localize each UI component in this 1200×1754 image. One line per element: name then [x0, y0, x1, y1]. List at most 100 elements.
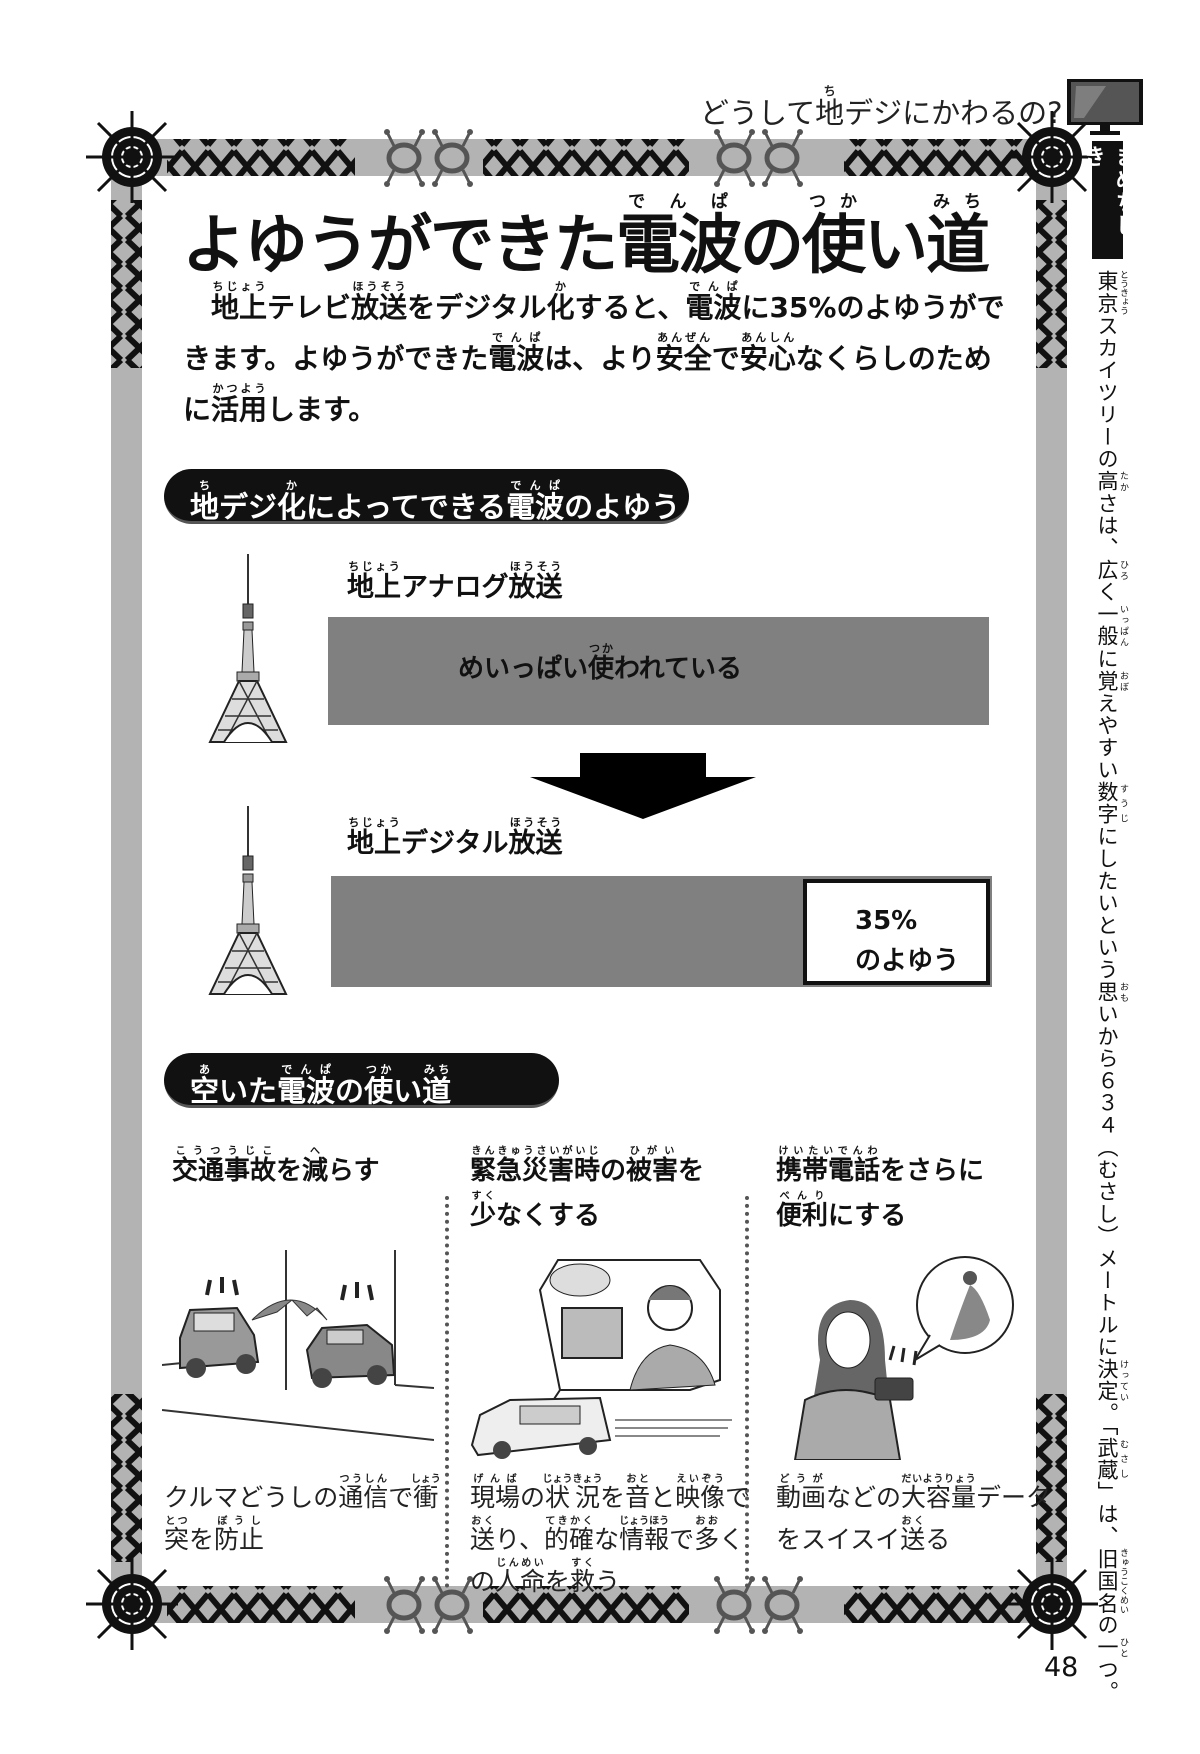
digital-broadcast-label: 地上ちじょうデジタル放送ほうそう — [347, 816, 562, 860]
ruby-word: 広ひろ — [1095, 559, 1128, 582]
text-line: の人命じんめいを救すくう — [470, 1558, 750, 1600]
text-run: テレビ — [267, 291, 352, 324]
text-run: り、 — [495, 1525, 545, 1554]
text-run: どうして — [700, 96, 816, 130]
text-line: 少すくなくする — [470, 1191, 704, 1236]
text-run: などの — [826, 1483, 902, 1512]
text-run: に — [1095, 647, 1119, 671]
furigana: でんぱ — [506, 479, 565, 492]
text-run: を — [600, 1483, 626, 1512]
text-run: の — [520, 1483, 546, 1512]
ruby-word: 衝しょう — [410, 1474, 441, 1512]
furigana: おお — [694, 1516, 720, 1527]
ruby-word: 化か — [546, 280, 575, 324]
text-run: と — [650, 1483, 676, 1512]
ruby-word: 使つか — [588, 642, 615, 684]
trivia-label: まめちしき — [1080, 141, 1137, 259]
ruby-word: 覚おぼ — [1095, 670, 1128, 693]
text-run: をデジタル — [407, 291, 547, 324]
ruby-word: 地上ちじょう — [347, 816, 401, 859]
use-caption-mobile: 動画どうがなどの大容量だいようりょうデータをスイスイ送おくる — [776, 1474, 1051, 1558]
furigana: ぼうし — [214, 1516, 265, 1527]
ruby-word: 大容量だいようりょう — [901, 1474, 977, 1512]
ruby-word: 電波でんぱ — [488, 331, 545, 375]
text-line: 交通事故こうつうじこを減へらす — [172, 1146, 380, 1191]
ruby-word: 使つか — [364, 1063, 394, 1108]
ruby-word: 放送ほうそう — [508, 816, 563, 859]
text-run: る — [925, 1525, 951, 1554]
furigana: でんぱ — [685, 280, 742, 293]
furigana: きゅうこくめい — [1118, 1547, 1128, 1615]
text-run: いから６３４（むさし）メートルに — [1095, 1003, 1119, 1359]
text-line: 地上ちじょうアナログ放送ほうそう — [347, 560, 562, 604]
ruby-word: 送おく — [470, 1516, 496, 1554]
tv-monitor-icon — [1067, 79, 1143, 135]
ruby-word: 武蔵むさし — [1095, 1436, 1128, 1482]
furigana: つか — [364, 1063, 394, 1076]
use-caption-traffic: クルマどうしの通信つうしんで衝しょう突とつを防止ぼうし — [164, 1474, 441, 1558]
text-line: に活用かつようします。 — [183, 382, 1004, 433]
text-line: 携帯電話けいたいでんわをさらに — [776, 1146, 984, 1191]
furigana: あんしん — [739, 331, 796, 344]
ruby-word: 現場げんば — [470, 1474, 521, 1512]
furigana: つうしん — [338, 1474, 389, 1485]
furigana: おく — [900, 1516, 926, 1527]
text-run: デジにかわるの? — [844, 96, 1063, 130]
furigana: でんぱ — [277, 1063, 336, 1076]
ruby-word: 一般いっぱん — [1095, 603, 1128, 648]
text-run: によってできる — [306, 490, 507, 524]
text-line: 送おくり、的確てきかくな情報じょうほうで多おおく — [470, 1516, 750, 1558]
text-run: なくらしのため — [795, 342, 992, 375]
text-run: クルマどうしの — [164, 1483, 339, 1512]
section-heading-spare-spectrum: 地ちデジ化かによってできる電波でんぱのよゆう — [164, 469, 689, 524]
text-run: の — [740, 209, 804, 283]
text-line: きます。よゆうができた電波でんぱは、より安全あんぜんで安心あんしんなくらしのため — [183, 331, 1004, 382]
running-title: どうして地ちデジにかわるの? — [700, 84, 1063, 132]
ruby-word: 電波でんぱ — [277, 1063, 336, 1108]
ruby-word: 決定けってい — [1095, 1358, 1128, 1403]
text-run: で — [711, 342, 740, 375]
ruby-word: 便利べんり — [776, 1191, 829, 1231]
text-line: 地上ちじょうデジタル放送ほうそう — [347, 816, 562, 860]
text-run: らす — [328, 1156, 380, 1186]
furigana: あんぜん — [655, 331, 712, 344]
ruby-word: 突とつ — [164, 1516, 190, 1554]
furigana: けってい — [1118, 1358, 1128, 1403]
decorative-frame-left — [111, 139, 142, 1623]
ruby-word: 道みち — [422, 1063, 452, 1108]
text-run: の — [1095, 1614, 1119, 1637]
ruby-word: 活用かつよう — [211, 382, 268, 426]
ruby-word: 通信つうしん — [338, 1474, 389, 1512]
furigana: ち — [815, 84, 845, 98]
furigana: ひろ — [1118, 559, 1128, 582]
text-line: 空あいた電波でんぱの使つかい道みち — [190, 1063, 535, 1110]
furigana: だいようりょう — [901, 1474, 977, 1485]
spare-value: 35% — [855, 906, 918, 936]
text-run: い — [393, 1074, 423, 1108]
ruby-word: 高たか — [1095, 470, 1128, 493]
text-run: よゆうができた — [182, 209, 618, 283]
use-heading-mobile: 携帯電話けいたいでんわをさらに便利べんりにする — [776, 1146, 984, 1236]
spare-label: のよゆう — [855, 946, 960, 976]
furigana: すく — [570, 1558, 596, 1569]
furigana: とつ — [164, 1516, 189, 1527]
cars-communicating-illustration — [162, 1250, 434, 1441]
text-line: 地ちデジ化かによってできる電波でんぱのよゆう — [190, 479, 680, 526]
furigana: つか — [802, 192, 864, 212]
text-run: は、より — [544, 342, 656, 375]
down-arrow-icon — [530, 753, 756, 819]
text-line: めいっぱい使つかわれている — [458, 642, 742, 685]
use-heading-traffic: 交通事故こうつうじこを減へらす — [172, 1146, 380, 1191]
text-run: い — [864, 209, 928, 283]
text-run: デジ — [219, 490, 278, 524]
ruby-word: 東京とうきょう — [1095, 270, 1128, 315]
text-run: いた — [219, 1074, 278, 1108]
text-run: きます。よゆうができた — [183, 342, 489, 375]
furigana: こうつうじこ — [172, 1146, 276, 1157]
ruby-word: 地ち — [815, 84, 845, 130]
furigana: みち — [422, 1063, 452, 1076]
page-number: 48 — [1044, 1652, 1079, 1683]
furigana: でんぱ — [488, 331, 545, 344]
ruby-word: 思おも — [1095, 980, 1128, 1004]
